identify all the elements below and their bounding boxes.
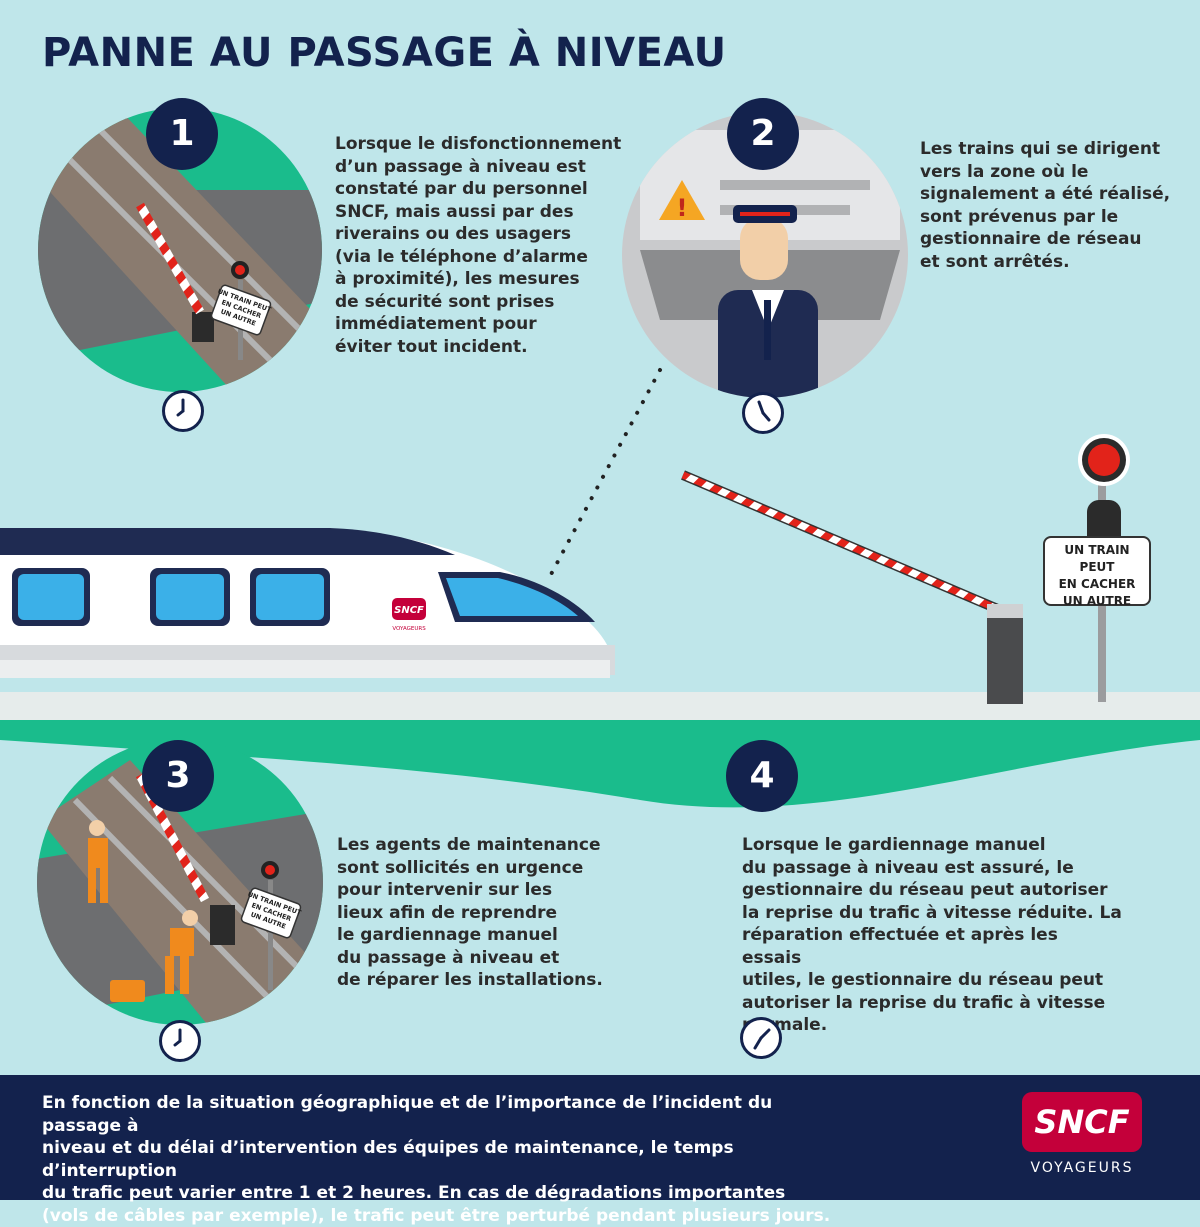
clock-icon [159,1020,201,1062]
svg-text:!: ! [677,194,688,222]
clock-icon [162,390,204,432]
step-2-text: Les trains qui se dirigent vers la zone … [920,139,1171,272]
illustration-layer: UN TRAIN PEUTEN CACHERUN AUTRE ! [0,108,1200,1025]
step-2-number: 2 [727,98,799,170]
driver-illustration-2: ! [622,112,908,398]
green-ground-band [0,712,1200,808]
svg-text:VOYAGEURS: VOYAGEURS [392,626,426,632]
clock-icon [742,392,784,434]
step-1-text: Lorsque le disfonctionnement d’un passag… [335,134,622,357]
step-4-text: Lorsque le gardiennage manuel du passage… [742,835,1122,1035]
step-3-number: 3 [142,740,214,812]
step-4-number: 4 [726,740,798,812]
sncf-logo-text: SNCF [1034,1103,1130,1141]
clock-icon [740,1017,782,1059]
svg-text:SNCF: SNCF [394,605,424,616]
train-illustration [0,528,615,678]
step-3-text: Les agents de maintenance sont sollicité… [337,835,603,990]
page-title: PANNE AU PASSAGE À NIVEAU [42,30,727,76]
footer-text: En fonction de la situation géographique… [42,1093,831,1226]
train-logo: SNCF VOYAGEURS [392,598,426,632]
barrier-illustration [681,434,1130,704]
warning-sign: UN TRAIN PEUT EN CACHER UN AUTRE [1043,536,1151,608]
sncf-logo-sub: VOYAGEURS [1030,1160,1134,1176]
sncf-logo: SNCF [1022,1092,1142,1152]
footer-banner [0,1075,1200,1200]
dotted-connector [546,368,662,582]
step-1-number: 1 [146,98,218,170]
